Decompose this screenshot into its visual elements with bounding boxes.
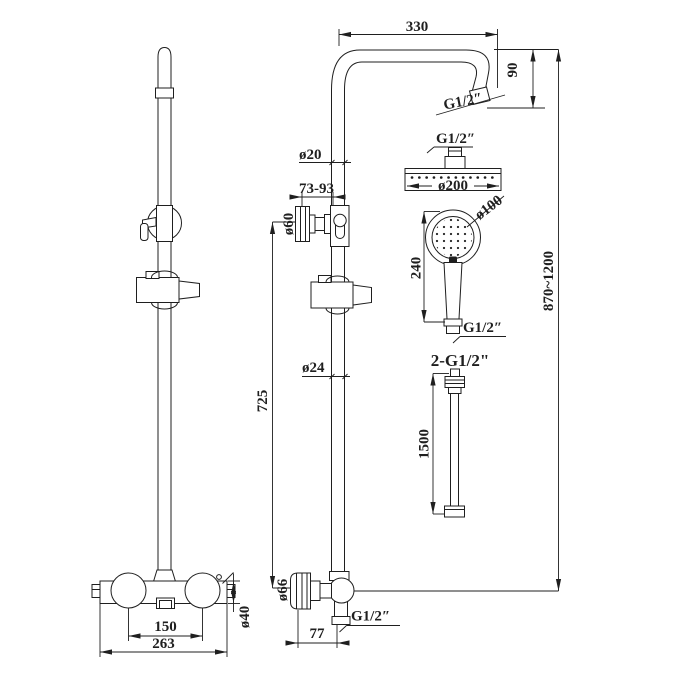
mixer-riser-connector	[152, 569, 177, 582]
label-valve-outlet-thread: G1/2″	[339, 609, 400, 633]
label-arm-outlet-thread: G1/2″	[435, 90, 506, 116]
dim-valve-reach-label: 77	[310, 626, 326, 642]
valve-outlet-fitting	[331, 616, 351, 625]
front-wall-bracket	[140, 205, 182, 242]
arm-outlet-thread-label: G1/2″	[442, 90, 483, 113]
handset-spray-face	[434, 218, 472, 257]
dimension-knob-spacing: 150	[128, 608, 203, 641]
dimension-handset-diameter: ø100	[466, 193, 506, 228]
front-view: 150 263 ø40	[91, 46, 253, 657]
valve-knob-side	[290, 572, 311, 610]
dim-overall-height-label: 870~1200	[541, 251, 557, 311]
hose-top-nut	[444, 376, 465, 388]
dim-arm-drop-label: 90	[505, 63, 521, 78]
dim-valve-knob-label: ø66	[275, 578, 291, 601]
front-rail-joint	[155, 87, 174, 99]
overhead-shower-detail: G1/2″ ø200	[404, 131, 502, 194]
side-wall-valve	[290, 571, 355, 625]
dimension-riser-lower: ø24	[302, 360, 350, 380]
side-wall-bracket	[295, 205, 350, 247]
bracket-flange	[295, 206, 310, 242]
dimension-body-diameter: ø40	[228, 573, 253, 629]
side-slider-holder	[310, 275, 372, 315]
dim-handset-diameter-label: ø100	[472, 193, 506, 224]
dimension-riser-upper: ø20	[299, 147, 351, 166]
dimension-arm-length: 330	[338, 19, 498, 88]
mixer-left-inlet	[91, 584, 101, 598]
dimension-valve-reach: 77	[285, 610, 350, 648]
front-slider-holder	[136, 270, 200, 310]
mixer-right-knob	[184, 572, 221, 609]
dim-riser-upper-label: ø20	[299, 147, 322, 163]
label-head-thread: G1/2″	[426, 131, 475, 154]
hand-shower-detail: ø100 240 G1/2″	[409, 193, 506, 344]
dim-riser-lower-label: ø24	[302, 360, 325, 376]
dim-bracket-reach-label: 73-93	[299, 181, 334, 197]
riser-and-arm-inner	[344, 61, 478, 573]
valve-body	[328, 577, 355, 604]
bracket-clamp-screw	[333, 213, 347, 228]
dimension-bracket-reach: 73-93	[289, 181, 346, 206]
valve-outlet-thread-label: G1/2″	[351, 609, 390, 625]
hose-top-stub	[450, 368, 460, 377]
dim-riser-length-label: 725	[255, 390, 271, 413]
handset-fitting	[446, 325, 460, 334]
label-handset-thread: G1/2″	[452, 320, 506, 344]
side-view: 330 90 G1/2″ ø20 73-93	[255, 19, 562, 648]
mixer-left-knob	[110, 572, 147, 609]
dim-body-diameter-label: ø40	[237, 606, 253, 629]
head-connector	[444, 156, 466, 170]
dim-body-width-label: 263	[152, 636, 175, 652]
riser-and-arm-outer	[331, 49, 490, 573]
bracket-lever	[140, 223, 149, 241]
front-mixer-valve	[91, 569, 236, 609]
dimension-overall-height: 870~1200	[353, 49, 562, 592]
dim-handset-length-label: 240	[409, 257, 425, 280]
handset-handle	[443, 262, 463, 320]
front-rail	[157, 46, 172, 571]
dim-arm-length-label: 330	[406, 19, 429, 35]
hose-bottom-nut	[444, 505, 465, 518]
dimension-arm-drop: 90	[487, 49, 559, 109]
dimension-handset-length: 240	[409, 211, 445, 323]
arm-end-fitting	[468, 86, 491, 106]
dimension-body-width: 263	[99, 604, 228, 657]
hose-detail: 2-G1/2" 1500	[417, 351, 490, 518]
dim-hose-length-label: 1500	[417, 429, 433, 459]
handset-thread-label: G1/2″	[463, 320, 502, 336]
head-thread-label: G1/2″	[436, 131, 475, 147]
head-thread-stub	[448, 147, 462, 157]
dim-bracket-flange-label: ø60	[281, 213, 297, 236]
dim-knob-spacing-label: 150	[154, 619, 177, 635]
dimension-hose-length: 1500	[417, 373, 449, 515]
dimension-head-diameter: ø200	[407, 178, 499, 194]
dimension-riser-length: 725	[255, 221, 296, 589]
dim-head-diameter-label: ø200	[438, 178, 468, 194]
hose-thread-label: 2-G1/2"	[431, 351, 490, 370]
